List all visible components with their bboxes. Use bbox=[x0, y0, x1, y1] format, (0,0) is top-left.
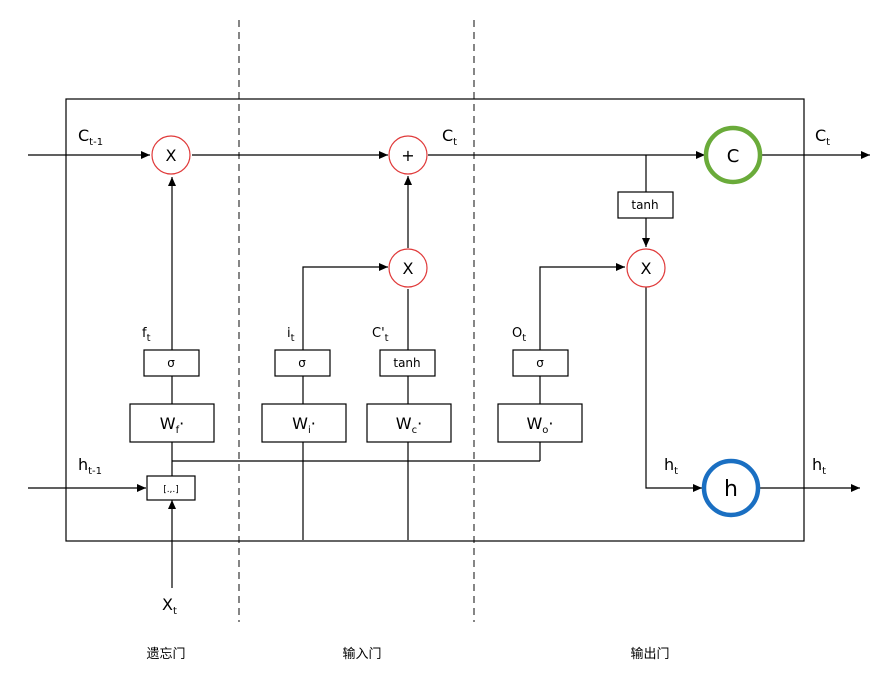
h-out-label: ht bbox=[812, 455, 826, 477]
wc-label: Wc· bbox=[396, 414, 422, 436]
wc-box: Wc· bbox=[366, 403, 452, 443]
input-multiply-symbol: X bbox=[403, 259, 414, 278]
forget-gate-caption: 遗忘门 bbox=[146, 647, 185, 662]
h-mid-label: ht bbox=[664, 455, 678, 477]
forget-sigma-label: σ bbox=[167, 356, 175, 370]
forget-multiply-op: X bbox=[151, 135, 191, 175]
add-op: + bbox=[388, 135, 428, 175]
cell-state-symbol: C bbox=[727, 146, 740, 167]
hidden-state-symbol: h bbox=[724, 477, 738, 502]
ot-label: Ot bbox=[512, 326, 526, 344]
output-multiply-op: X bbox=[626, 248, 666, 288]
c-mid-label: Ct bbox=[442, 126, 457, 148]
input-it-route bbox=[302, 263, 388, 350]
output-ot-route bbox=[539, 263, 625, 350]
hidden-state-node: h bbox=[701, 458, 761, 518]
forget-multiply-symbol: X bbox=[166, 146, 177, 165]
lstm-cell-frame bbox=[65, 98, 805, 542]
add-symbol: + bbox=[401, 146, 414, 165]
ct-candidate-label: C't bbox=[372, 326, 389, 344]
output-sigma-label: σ bbox=[536, 356, 544, 370]
wi-label: Wi· bbox=[292, 414, 316, 436]
candidate-tanh-label: tanh bbox=[393, 356, 420, 370]
candidate-tanh-box: tanh bbox=[379, 349, 436, 377]
output-sigma-box: σ bbox=[512, 349, 569, 377]
concat-label: [.,.] bbox=[163, 485, 179, 495]
input-sigma-box: σ bbox=[274, 349, 331, 377]
c-out-label: Ct bbox=[815, 126, 830, 148]
concat-box: [.,.] bbox=[146, 475, 196, 501]
output-to-h bbox=[645, 287, 702, 492]
wf-box: Wf· bbox=[129, 403, 215, 443]
cell-state-node: C bbox=[703, 125, 763, 185]
cell-tanh-label: tanh bbox=[631, 198, 658, 212]
h-prev-label: ht-1 bbox=[78, 455, 102, 477]
cell-tanh-box: tanh bbox=[617, 191, 674, 219]
c-prev-label: Ct-1 bbox=[78, 126, 103, 148]
input-gate-caption: 输入门 bbox=[342, 646, 381, 662]
forget-sigma-box: σ bbox=[143, 349, 200, 377]
wf-label: Wf· bbox=[160, 414, 184, 436]
ft-label: ft bbox=[142, 326, 151, 344]
wi-box: Wi· bbox=[261, 403, 347, 443]
wo-box: Wo· bbox=[497, 403, 583, 443]
output-gate-caption: 输出门 bbox=[630, 646, 669, 662]
wo-label: Wo· bbox=[526, 414, 553, 436]
input-sigma-label: σ bbox=[298, 356, 306, 370]
output-multiply-symbol: X bbox=[641, 259, 652, 278]
input-multiply-op: X bbox=[388, 248, 428, 288]
x-in-label: Xt bbox=[162, 595, 177, 617]
it-label: it bbox=[287, 326, 295, 344]
